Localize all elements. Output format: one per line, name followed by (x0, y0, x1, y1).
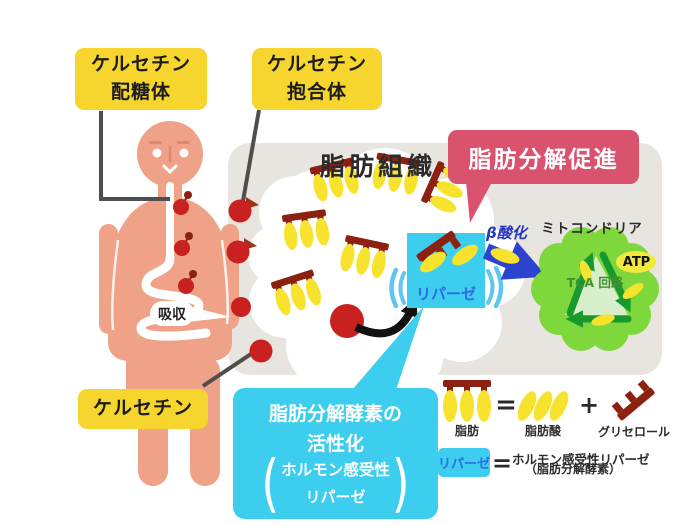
legend-fatty-acid-icon (517, 391, 569, 421)
activation-arrow-icon (354, 297, 418, 338)
legend-lipase-def2: （脂肪分解酵素） (524, 462, 621, 476)
activation-parenthetical: ( ホルモン感受性 リパーゼ ) (233, 451, 438, 513)
quercetin-conjugate-box: ケルセチン 抱合体 (252, 48, 382, 110)
conjugate-line1: ケルセチン (266, 53, 367, 76)
quercetin-box: ケルセチン (78, 389, 208, 429)
lipase-box (407, 230, 485, 308)
activation-sub2: リパーゼ (305, 488, 366, 506)
paren-close: ) (391, 446, 410, 519)
eye-right-icon (179, 148, 189, 158)
lipase-activation-bubble: 脂肪分解酵素の 活性化 ( ホルモン感受性 リパーゼ ) (233, 388, 438, 519)
lipolysis-promotion-bubble: 脂肪分解促進 (448, 130, 639, 184)
glycoside-line1: ケルセチン (90, 53, 191, 76)
atp-label: ATP (622, 254, 651, 270)
legend-plus: + (578, 391, 600, 419)
quercetin-connector-line (201, 348, 259, 388)
legend-fat-icon (443, 380, 491, 422)
activation-line2: 活性化 (306, 433, 364, 455)
face (149, 141, 190, 174)
conjugate-connector-line (241, 109, 261, 202)
lipase-label: リパーゼ (415, 284, 476, 303)
beta-oxidation-label: β酸化 (486, 224, 527, 242)
quercetin-glycoside-box: ケルセチン 配糖体 (75, 48, 207, 110)
quercetin-dot-large (330, 304, 364, 338)
tca-cycle-label: TCA 回路 (566, 275, 624, 290)
legend-equals: = (495, 390, 517, 420)
eye-left-icon (152, 148, 162, 158)
legend-glycerol-icon (610, 379, 656, 422)
triglyceride-icon (281, 209, 331, 251)
legend-glycerol-label: グリセロール (597, 424, 670, 439)
atp-badge (616, 251, 656, 273)
paren-open: ( (261, 446, 280, 519)
conjugate-line2: 抱合体 (286, 81, 347, 103)
activation-sub1: ホルモン感受性 (281, 461, 390, 479)
quercetin-label: ケルセチン (92, 397, 193, 420)
activation-line1: 脂肪分解酵素の (268, 403, 402, 425)
fatty-acid-icon (490, 248, 520, 264)
legend-lipase-badge: リパーゼ (438, 448, 490, 477)
legend-fat-label: 脂肪 (454, 423, 479, 438)
fatty-acid-icon (452, 244, 478, 266)
legend-equals2: = (491, 449, 513, 477)
fatty-acid-icon (420, 251, 446, 273)
tca-triangle (565, 256, 628, 315)
mouth-icon (162, 164, 178, 174)
quercetin-dots-in-body (173, 191, 197, 294)
activation-bubble-tail (352, 306, 424, 390)
glycoside-line2: 配糖体 (110, 81, 171, 103)
vibration-marks-icon (389, 265, 504, 309)
fat-tissue-title: 脂肪組織 (319, 152, 436, 181)
promotion-label: 脂肪分解促進 (468, 147, 619, 173)
fatty-acid-icons-in-mitochondria (579, 260, 644, 326)
mitochondria-cloud (531, 227, 659, 351)
absorption-callout-tail (188, 306, 231, 322)
promotion-bubble-tail (466, 182, 492, 223)
mitochondria-label: ミトコンドリア (541, 221, 643, 237)
glycoside-connector-line (99, 111, 170, 201)
quercetin-conjugate-dots (226, 197, 273, 363)
absorption-bubble: 吸収 (150, 301, 194, 326)
legend-fatty-acid-label: 脂肪酸 (524, 423, 561, 438)
